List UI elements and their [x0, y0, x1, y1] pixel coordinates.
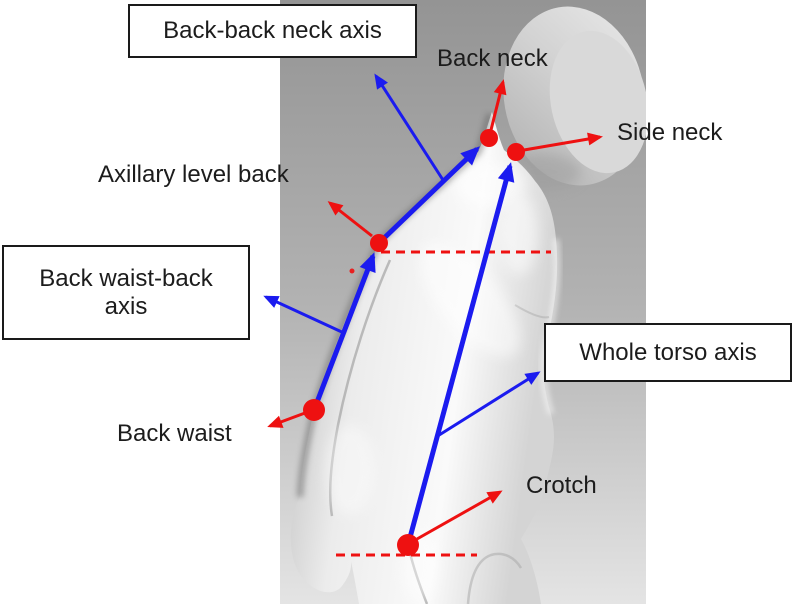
- leader-arrow-back-waist: [267, 411, 306, 428]
- axis-line-whole-torso: [405, 162, 515, 546]
- landmark-label-back-neck: Back neck: [437, 45, 548, 72]
- landmark-label-back-waist: Back waist: [117, 420, 232, 447]
- landmark-dot-side-neck: [507, 143, 525, 161]
- hip-highlight: [325, 425, 375, 515]
- leader-arrow-back-neck: [488, 79, 507, 135]
- landmark-label-axillary-level-back: Axillary level back: [98, 161, 289, 188]
- axis-label-back-waist-back-line2: axis: [104, 292, 148, 320]
- chest-crease: [514, 304, 550, 319]
- leader-arrow-back-back-neck-axis: [374, 73, 445, 181]
- landmark-dot-axillary-level-back: [370, 234, 388, 252]
- back-highlight: [419, 243, 521, 357]
- axis-label-back-back-neck: Back-back neck axis: [128, 4, 417, 58]
- axis-label-back-waist-back: Back waist-back axis: [2, 245, 250, 340]
- landmark-label-side-neck: Side neck: [617, 119, 723, 146]
- axis-label-back-back-neck-text: Back-back neck axis: [163, 17, 382, 45]
- leader-arrow-whole-torso-axis: [435, 371, 541, 439]
- landmark-label-crotch: Crotch: [526, 472, 597, 499]
- axis-label-back-waist-back-line1: Back waist-back: [39, 264, 213, 292]
- stray-red-dot: [349, 268, 355, 274]
- landmark-dot-crotch: [397, 534, 419, 556]
- leader-arrow-axillary-level-back: [327, 201, 373, 238]
- landmark-dot-back-neck: [480, 129, 498, 147]
- chest-highlight: [502, 195, 538, 275]
- leader-arrow-side-neck: [523, 132, 603, 152]
- leader-arrow-crotch: [416, 490, 503, 541]
- axis-label-whole-torso-text: Whole torso axis: [579, 338, 757, 366]
- axis-label-whole-torso: Whole torso axis: [544, 323, 792, 382]
- far-leg-crease: [466, 552, 523, 604]
- leader-arrow-back-waist-back-axis: [263, 295, 345, 335]
- axis-line-back-back-neck: [377, 146, 480, 245]
- landmark-dot-back-waist: [303, 399, 325, 421]
- face-ellipse: [549, 30, 646, 174]
